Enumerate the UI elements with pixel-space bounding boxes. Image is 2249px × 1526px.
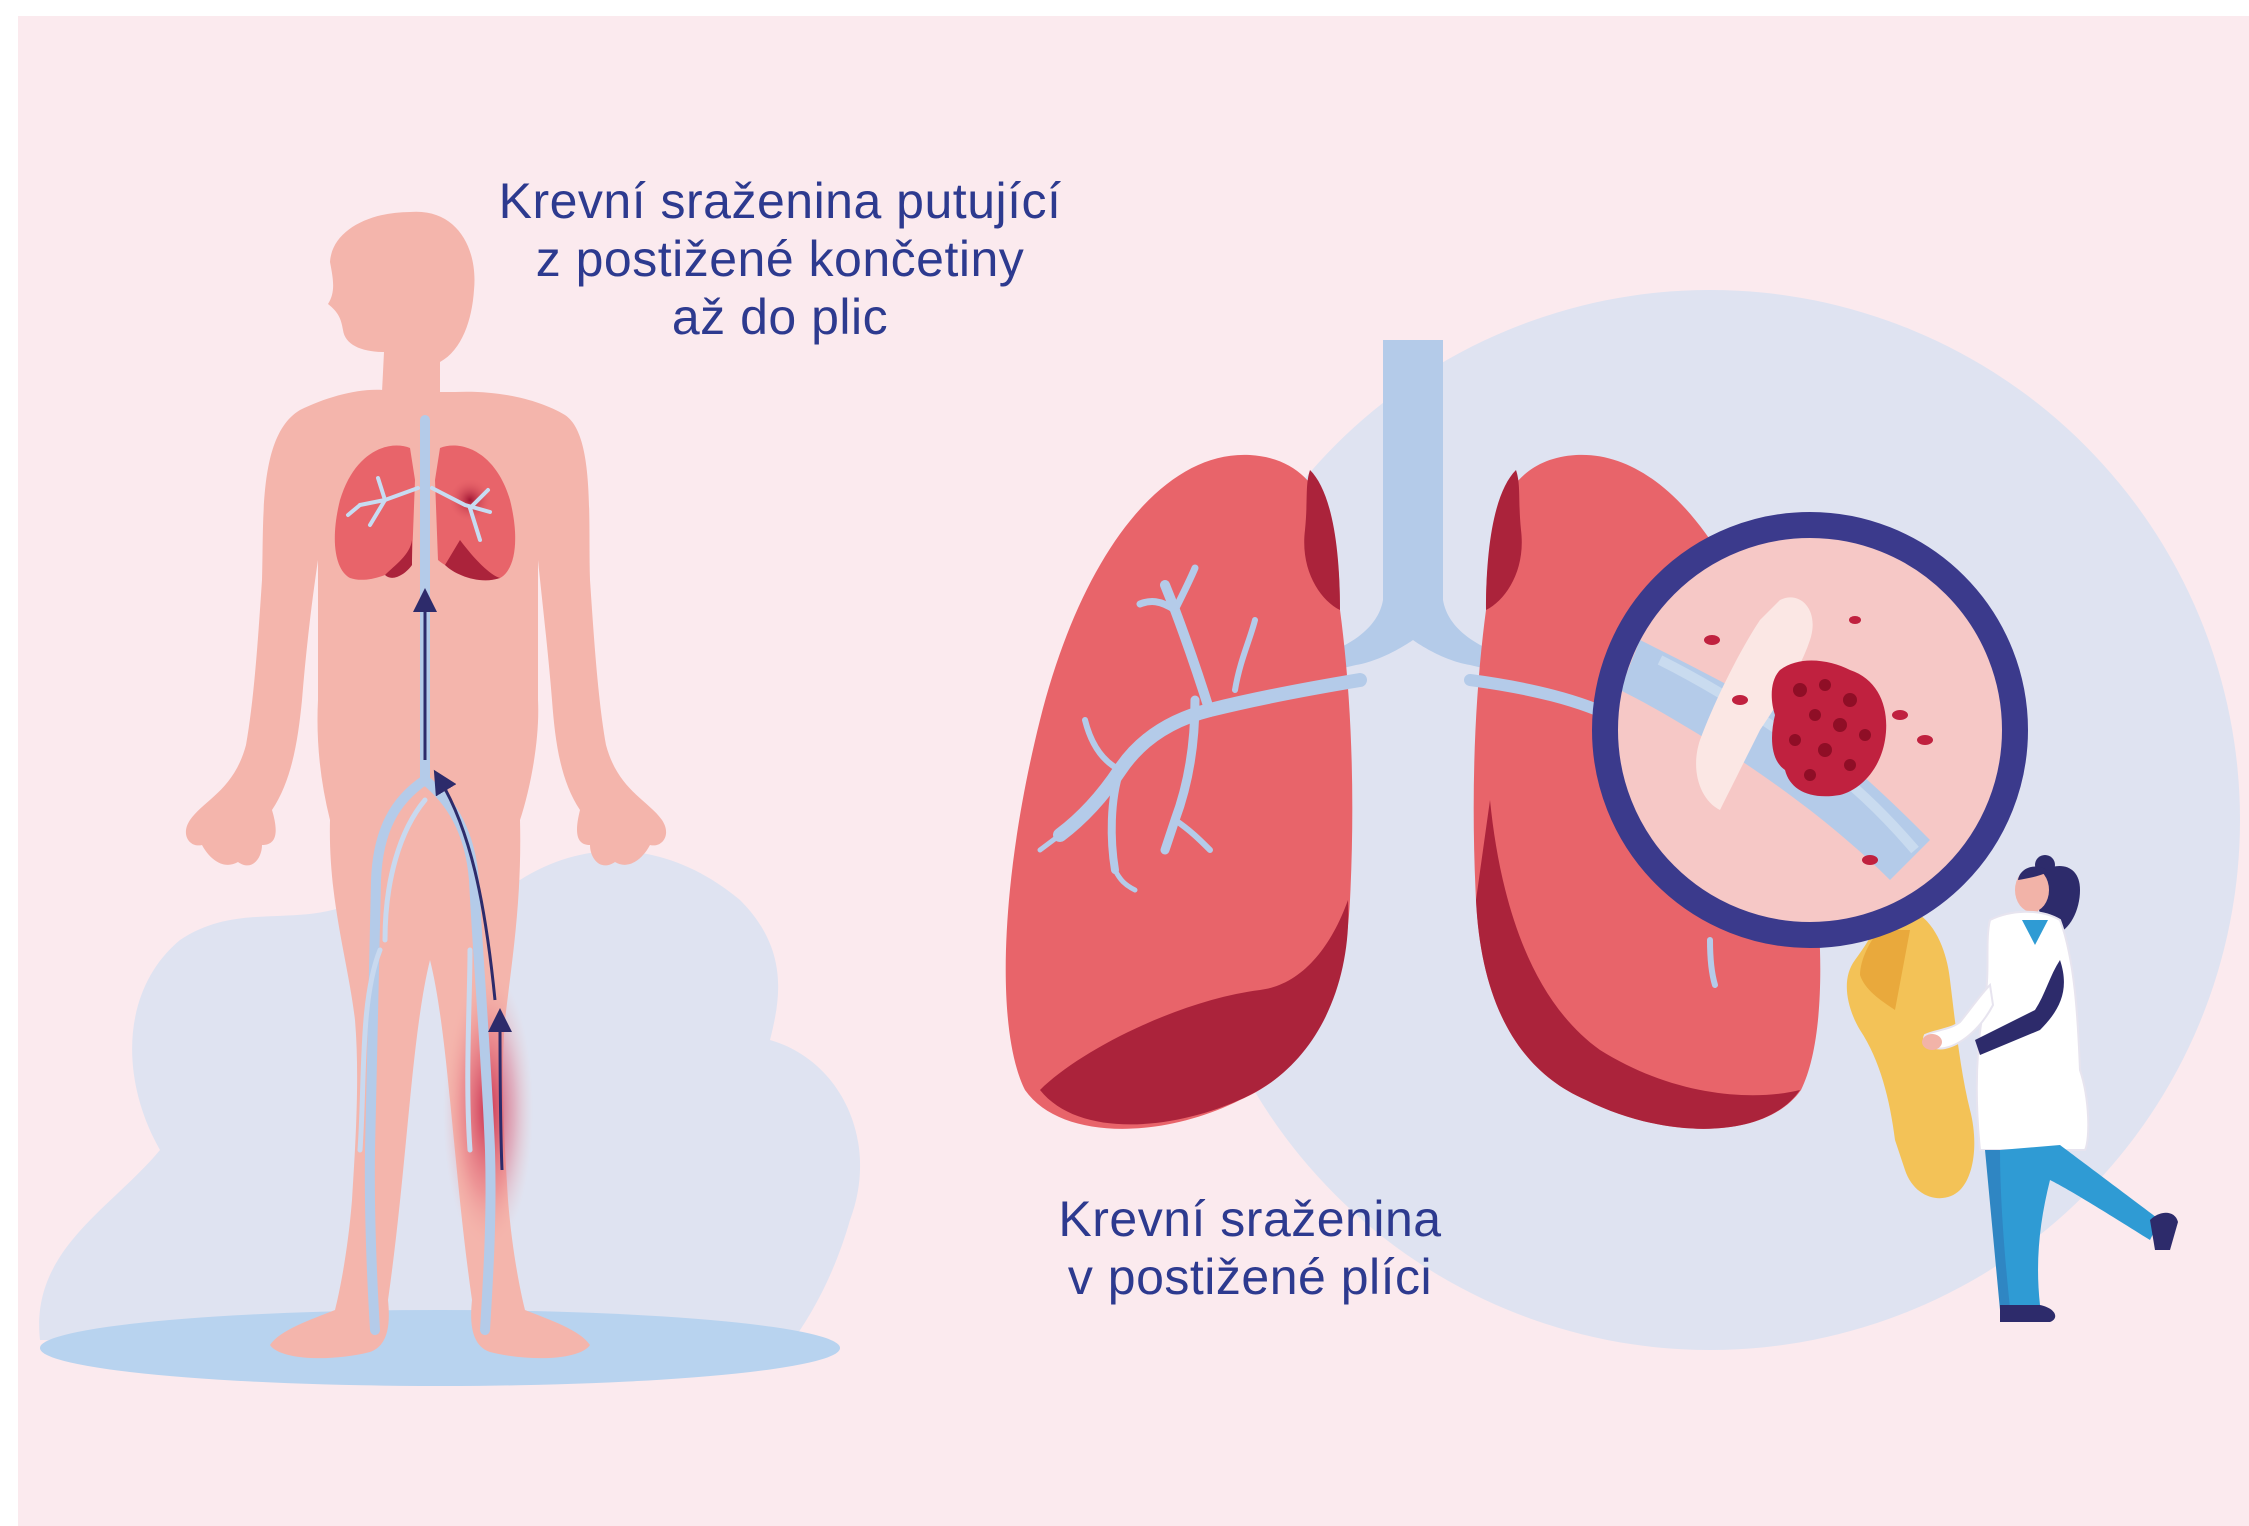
caption-clot-travel: Krevní sraženina putující z postižené ko… — [470, 172, 1090, 346]
caption-clot-travel-line-3: až do plic — [470, 288, 1090, 346]
caption-clot-lung-line-1: Krevní sraženina — [1030, 1190, 1470, 1248]
caption-clot-lung: Krevní sraženina v postižené plíci — [1030, 1190, 1470, 1306]
caption-clot-lung-line-2: v postižené plíci — [1030, 1248, 1470, 1306]
caption-clot-travel-line-2: z postižené končetiny — [470, 230, 1090, 288]
caption-clot-travel-line-1: Krevní sraženina putující — [470, 172, 1090, 230]
floor-shadow — [40, 1310, 840, 1386]
